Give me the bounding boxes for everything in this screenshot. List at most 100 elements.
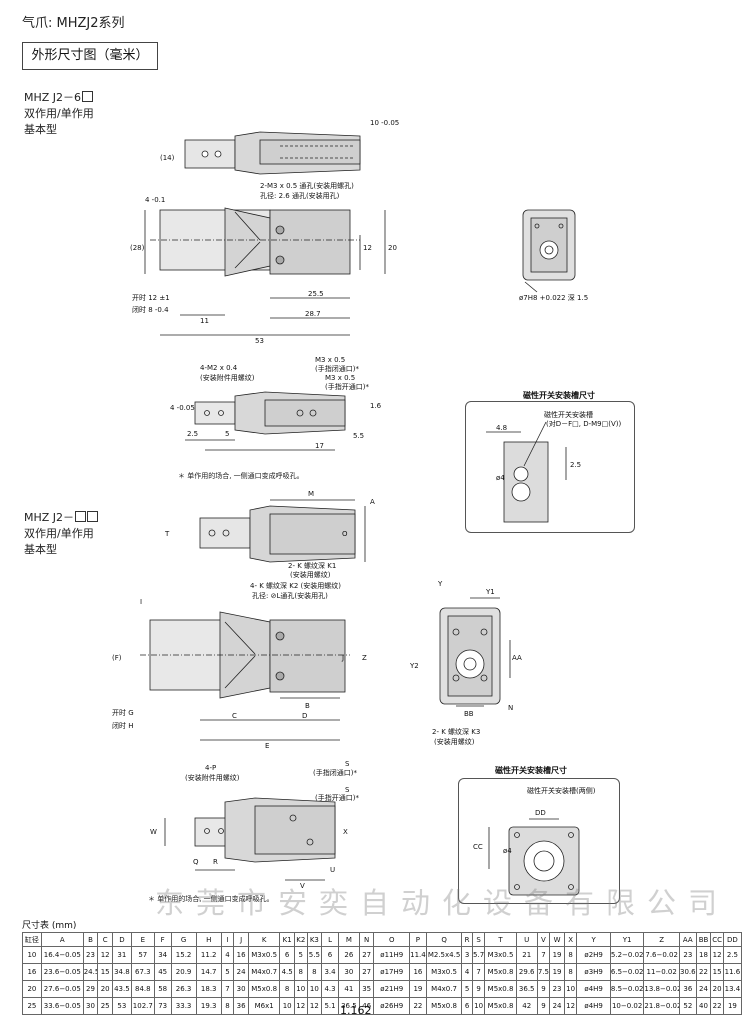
table-cell: 5.7 xyxy=(471,946,486,964)
panel2-dim-d4: ø4 xyxy=(503,847,512,855)
watermark-text: 东莞市安奕自动化设备有限公司 xyxy=(155,886,730,920)
fig1-dim-10: 10 -0.05 xyxy=(370,119,399,127)
table-cell: M3x0.5 xyxy=(484,946,517,964)
page-header-title: 气爪: MHZJ2系列 xyxy=(22,16,125,31)
fig4-side-bb: BB xyxy=(464,710,474,718)
table-cell: 26.3 xyxy=(170,980,197,998)
table-cell: 4 xyxy=(220,946,235,964)
table-cell: 25 xyxy=(97,997,113,1015)
table-cell: 53 xyxy=(111,997,132,1015)
table-cell: ø4H9 xyxy=(576,980,611,998)
table-cell: M5x0.8 xyxy=(484,963,517,981)
table-header-cell: N xyxy=(358,932,375,947)
table-cell: 4 xyxy=(461,963,473,981)
fig4-label-g: 开时 G xyxy=(112,708,134,717)
table-cell: 20 xyxy=(97,980,113,998)
table-cell: 23 xyxy=(678,946,697,964)
fig5-label-u: U xyxy=(330,866,335,874)
table-cell: 8 xyxy=(563,946,578,964)
fig2-callout-thread: 4-M2 x 0.4 xyxy=(200,364,238,372)
table-header-cell: CC xyxy=(710,932,724,947)
table-cell: ø26H9 xyxy=(373,997,411,1015)
fig5-label-x: X xyxy=(343,828,348,836)
fig4-label-f: (F) xyxy=(112,654,122,662)
table-cell: 5 xyxy=(220,963,235,981)
fig5-label-w: W xyxy=(150,828,157,836)
table-cell: 6.5−0.02 xyxy=(609,963,645,981)
table-cell: 5 xyxy=(461,980,473,998)
table-cell: 3.4 xyxy=(321,963,339,981)
table-cell: M3x0.5 xyxy=(247,946,281,964)
table-header-cell: B xyxy=(82,932,99,947)
table-cell: 12 xyxy=(710,946,724,964)
table-cell: M4x0.7 xyxy=(247,963,281,981)
table-cell: 5.1 xyxy=(321,997,339,1015)
fig3-label-o: O xyxy=(342,530,348,538)
table-cell: 30.6 xyxy=(678,963,697,981)
table-cell: ø4H9 xyxy=(576,997,611,1015)
table-cell: 35 xyxy=(358,980,375,998)
fig2-dim-17: 17 xyxy=(315,442,324,450)
table-header-cell: P xyxy=(409,932,427,947)
table-header-cell: T xyxy=(484,932,517,947)
table-cell: 24.5 xyxy=(82,963,99,981)
table-cell: 15 xyxy=(97,963,113,981)
fig2-dim-5: 5 xyxy=(225,430,229,438)
table-cell: 23 xyxy=(549,980,565,998)
model1-line1: 双作用/单作用 xyxy=(24,107,94,120)
table-cell: 34 xyxy=(153,946,172,964)
table-cell: ø3H9 xyxy=(576,963,611,981)
table-header-cell: W xyxy=(549,932,565,947)
model1-block: MHZ J2－6 双作用/单作用 基本型 xyxy=(24,90,94,138)
table-title: 尺寸表 (mm) xyxy=(22,921,77,931)
table-cell: 11.4 xyxy=(409,946,427,964)
table-header-cell: K xyxy=(247,932,281,947)
table-cell: M5x0.8 xyxy=(247,980,281,998)
table-cell: 11.2 xyxy=(195,946,222,964)
fig4-side-aa: AA xyxy=(512,654,522,662)
table-cell: ø11H9 xyxy=(373,946,411,964)
table-cell: 84.8 xyxy=(130,980,155,998)
fig1-dim-25-5: 25.5 xyxy=(308,290,324,298)
table-cell: M5x0.8 xyxy=(425,997,463,1015)
model1-code: MHZ J2－6 xyxy=(24,91,82,104)
table-cell: 24 xyxy=(549,997,565,1015)
fig2-dim-4: 4 -0.05 xyxy=(170,404,195,412)
table-cell: 8.5−0.02 xyxy=(609,980,645,998)
table-cell: 102.7 xyxy=(130,997,155,1015)
table-cell: 10 xyxy=(306,980,323,998)
table-header-cell: F xyxy=(153,932,172,947)
table-cell: 19 xyxy=(549,946,565,964)
table-cell: 12 xyxy=(563,997,578,1015)
table-cell: 57 xyxy=(130,946,155,964)
table-cell: 67.3 xyxy=(130,963,155,981)
fig5-callout-s1-note: (手指闭通口)* xyxy=(313,768,357,777)
table-cell: 8 xyxy=(279,980,295,998)
table-cell: 19 xyxy=(722,997,743,1015)
table-cell: 16 xyxy=(409,963,427,981)
fig5-callout-p-note: (安装附件用螺纹) xyxy=(185,773,240,782)
figure5-drawing: 4-P (安装附件用螺纹) S (手指闭通口)* S (手指开通口)* W X … xyxy=(150,760,359,890)
table-cell: 7 xyxy=(220,980,235,998)
table-cell: 11−0.02 xyxy=(643,963,680,981)
fig4-side-n: N xyxy=(508,704,513,712)
table-header-cell: K1 xyxy=(279,932,295,947)
model2-code: MHZ J2－ xyxy=(24,511,75,524)
table-cell: 46 xyxy=(358,997,375,1015)
table-cell: M4x0.7 xyxy=(425,980,463,998)
figure3-drawing: M A T O 2- K 螺纹深 K1 (安装用螺纹) xyxy=(164,490,375,579)
figure2-drawing: 4-M2 x 0.4 (安装附件用螺纹) M3 x 0.5 (手指闭通口)* M… xyxy=(170,356,382,451)
fig4-label-j: J xyxy=(341,654,344,662)
table-cell: 9 xyxy=(471,980,486,998)
table-cell: 16.4−0.05 xyxy=(40,946,84,964)
table-cell: 13.8−0.02 xyxy=(643,980,680,998)
panel2-title: 磁性开关安装槽尺寸 xyxy=(495,766,567,775)
table-cell: 5.5 xyxy=(306,946,323,964)
fig5-callout-s1: S xyxy=(345,760,350,768)
fig4-side-y2: Y2 xyxy=(409,662,419,670)
table-header-cell: AA xyxy=(678,932,697,947)
table-cell: 18.3 xyxy=(195,980,222,998)
panel1-drawing: 磁性开关安装槽 (对D－F□, D-M9□(V)) 4.8 ø4 2.5 xyxy=(486,410,621,523)
